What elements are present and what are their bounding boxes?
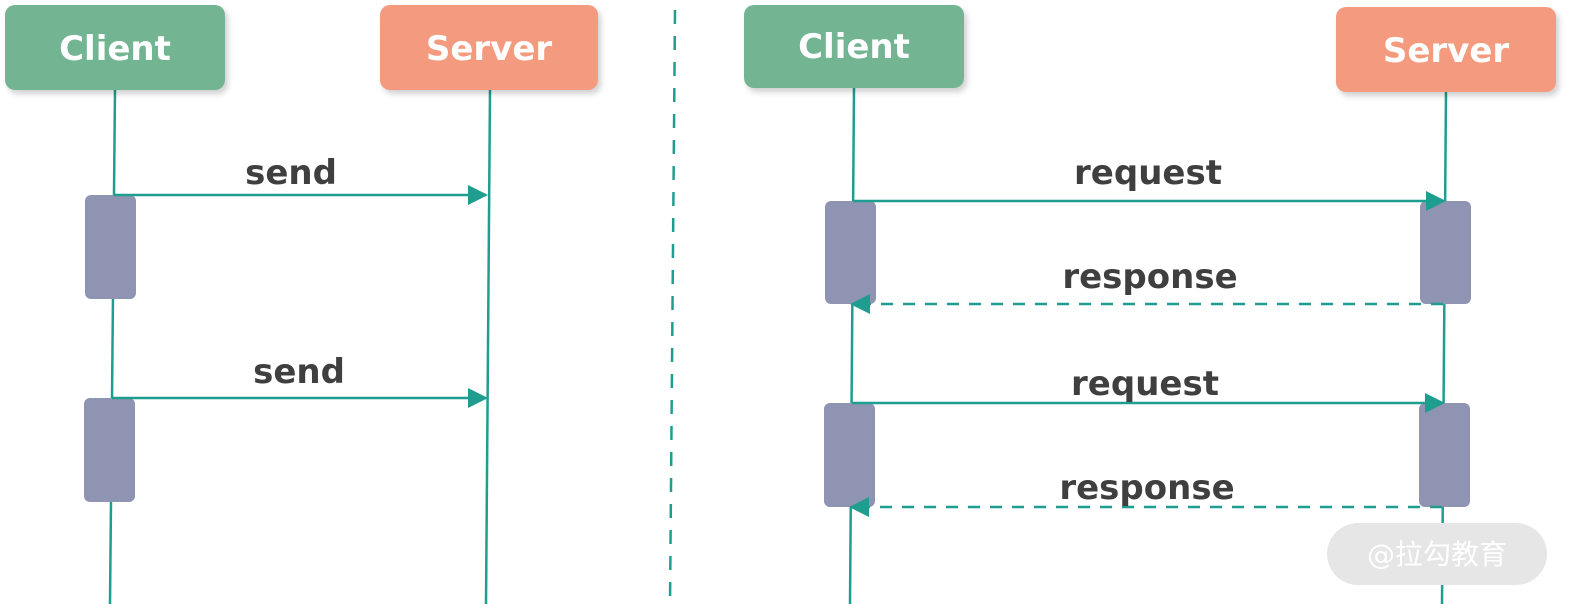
right-server-label: Server [1383,31,1510,71]
right-activations [824,201,1471,507]
watermark-badge [1327,523,1547,585]
right-request-1-label: request [1074,153,1222,193]
left-message-1-label: send [245,153,337,193]
watermark-text: @拉勾教育 [1367,538,1507,571]
left-server-lifeline [484,89,492,605]
right-server-actor: Server [1336,7,1556,92]
left-activation-1 [85,195,136,299]
left-panel: Client Server send send [5,5,598,605]
right-lifelines [848,87,1448,605]
right-server-box [1336,7,1556,92]
right-client-box [744,5,964,88]
panel-divider [668,9,677,606]
watermark: @拉勾教育 [1327,523,1547,585]
right-server-activation-1 [1420,201,1471,304]
right-client-label: Client [798,27,910,67]
left-server-box [380,5,598,90]
right-server-activation-2 [1419,403,1470,507]
left-server-label: Server [426,29,553,69]
right-client-activation-1 [825,201,876,304]
right-client-activation-2 [824,403,875,507]
left-lifelines [108,89,492,605]
left-messages: send send [112,153,488,408]
left-message-2-label: send [253,352,345,392]
right-client-actor: Client [744,5,964,88]
left-activation-2 [84,398,135,502]
left-server-actor: Server [380,5,598,90]
left-client-lifeline [108,89,117,605]
right-panel: Client Server request response request r… [744,5,1556,605]
left-client-box [5,5,225,90]
right-request-2-label: request [1071,364,1219,404]
left-activations [84,195,136,502]
right-response-2-label: response [1059,468,1234,508]
right-messages: request response request response [849,153,1446,517]
left-client-actor: Client [5,5,225,90]
right-response-1-label: response [1062,257,1237,297]
left-client-label: Client [59,29,171,69]
right-client-lifeline [848,87,856,605]
right-server-lifeline [1440,89,1448,605]
